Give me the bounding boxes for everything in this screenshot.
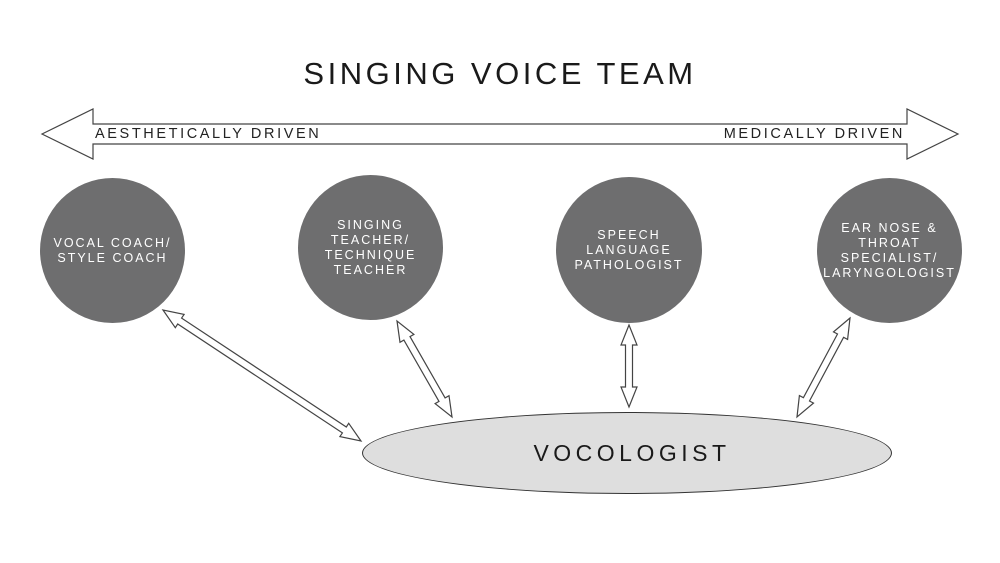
connector-vocal-coach <box>161 309 363 442</box>
hub-vocologist: VOCOLOGIST <box>362 412 892 494</box>
node-singing-teacher: SINGING TEACHER/ TECHNIQUE TEACHER <box>298 175 443 320</box>
axis-right-label: MEDICALLY DRIVEN <box>723 126 905 142</box>
spectrum-arrow <box>40 108 960 160</box>
connector-arrows <box>161 309 851 442</box>
node-ent-laryngologist: EAR NOSE & THROAT SPECIALIST/ LARYNGOLOG… <box>817 178 962 323</box>
axis-left-label: AESTHETICALLY DRIVEN <box>95 126 322 142</box>
diagram-title: SINGING VOICE TEAM <box>303 56 697 91</box>
node-label: EAR NOSE & THROAT SPECIALIST/ LARYNGOLOG… <box>823 220 956 280</box>
hub-label: VOCOLOGIST <box>533 439 731 466</box>
node-label: SINGING TEACHER/ TECHNIQUE TEACHER <box>324 217 417 277</box>
node-label: SPEECH LANGUAGE PATHOLOGIST <box>574 227 684 272</box>
connector-speech-pathologist <box>620 323 638 409</box>
node-label: VOCAL COACH/ STYLE COACH <box>53 235 172 265</box>
connector-singing-teacher <box>396 319 453 419</box>
node-vocal-coach: VOCAL COACH/ STYLE COACH <box>40 178 185 323</box>
node-speech-language-pathologist: SPEECH LANGUAGE PATHOLOGIST <box>556 177 702 323</box>
connector-ent <box>796 316 851 419</box>
